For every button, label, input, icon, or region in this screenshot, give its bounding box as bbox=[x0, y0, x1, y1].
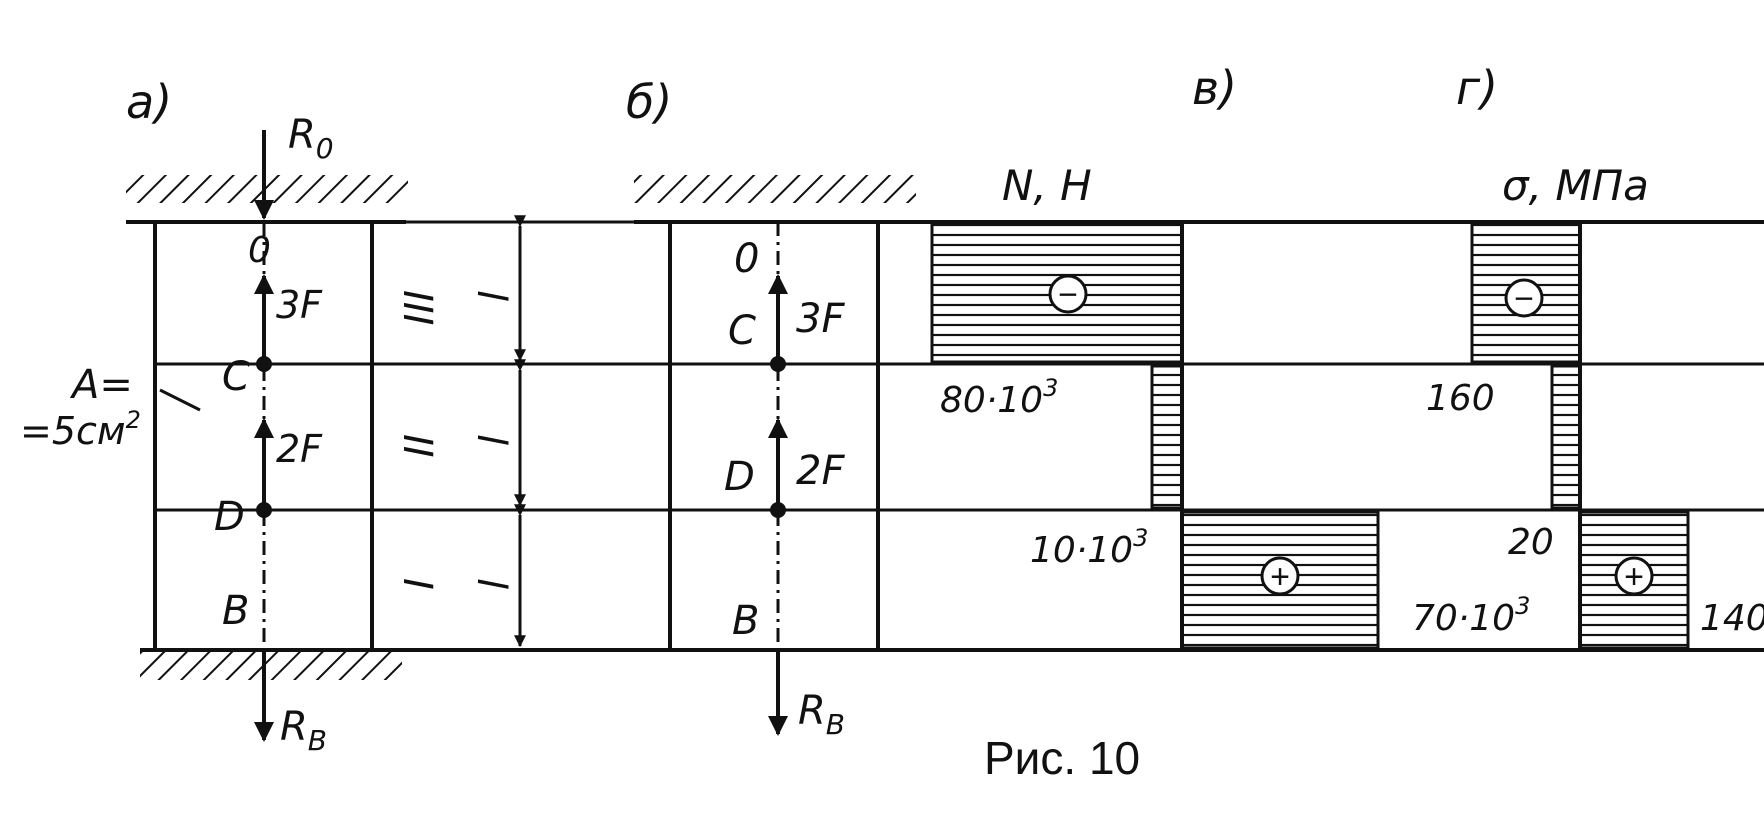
point-c-dot-b bbox=[770, 356, 786, 372]
bottom-support-hatch-a bbox=[140, 652, 402, 680]
top-support-hatch-a bbox=[126, 175, 408, 203]
panel-a: а) R0 RB 3F 2F 0 C D B A= =5см2 III bbox=[20, 75, 660, 757]
sigma-value-160: 160 bbox=[1426, 378, 1495, 419]
reaction-r0-label: R0 bbox=[288, 112, 334, 165]
sigma-value-20: 20 bbox=[1508, 522, 1554, 563]
length-label-ii: l bbox=[468, 434, 514, 445]
panel-label-g: г) bbox=[1456, 61, 1498, 115]
panel-b: б) 3F 2F RB 0 C D B bbox=[626, 75, 916, 741]
n-positive-sign-circle bbox=[1260, 556, 1300, 596]
area-leader-line bbox=[159, 388, 201, 412]
n-negative-sign-circle bbox=[1048, 274, 1088, 314]
area-label-line2: =5см2 bbox=[20, 406, 141, 453]
n-diagram-segment-i bbox=[1180, 510, 1380, 650]
sigma-negative-sign: − bbox=[1514, 280, 1534, 318]
force-2f-label-a: 2F bbox=[276, 427, 323, 471]
n-diagram-segment-ii bbox=[1150, 364, 1184, 510]
section-i-label: I bbox=[394, 578, 440, 590]
section-iii-label: III bbox=[394, 290, 440, 325]
panel-g: г) σ, МПа − + 160 20 140 bbox=[1426, 61, 1764, 650]
n-negative-sign: − bbox=[1058, 276, 1078, 314]
panel-label-b: б) bbox=[626, 75, 672, 129]
figure-caption: Рис. 10 bbox=[984, 732, 1140, 784]
n-diagram-title: N, H bbox=[1002, 161, 1092, 210]
top-support-hatch-b bbox=[634, 175, 916, 203]
point-d-label-a: D bbox=[214, 494, 245, 540]
force-3f-label-a: 3F bbox=[276, 283, 323, 327]
point-o-label-b: 0 bbox=[734, 236, 759, 282]
reaction-rb-label: RB bbox=[280, 704, 327, 757]
point-d-label-b: D bbox=[724, 454, 755, 500]
n-value-10: 10·103 bbox=[1030, 524, 1148, 571]
area-label-line1: A= bbox=[69, 362, 133, 408]
length-label-i: l bbox=[468, 578, 514, 589]
n-positive-sign: + bbox=[1270, 558, 1290, 596]
n-value-80: 80·103 bbox=[940, 374, 1058, 421]
panel-label-v: в) bbox=[1192, 61, 1237, 115]
n-value-70: 70·103 bbox=[1412, 592, 1530, 639]
section-ii-label: II bbox=[394, 434, 440, 458]
sigma-positive-sign-circle bbox=[1614, 556, 1654, 596]
force-3f-label-b: 3F bbox=[796, 296, 845, 342]
sigma-positive-sign: + bbox=[1624, 558, 1644, 596]
reaction-rb-label-b: RB bbox=[798, 688, 845, 741]
sigma-diagram-title: σ, МПа bbox=[1502, 161, 1649, 210]
point-c-label-a: C bbox=[222, 354, 250, 400]
point-o-label-a: 0 bbox=[248, 230, 271, 271]
point-b-label-a: B bbox=[222, 588, 249, 634]
force-2f-label-b: 2F bbox=[796, 448, 845, 494]
sigma-value-140: 140 bbox=[1700, 598, 1764, 639]
point-d-dot-b bbox=[770, 502, 786, 518]
point-c-label-b: C bbox=[728, 308, 756, 354]
sigma-negative-sign-circle bbox=[1504, 278, 1544, 318]
sigma-diagram-segment-ii bbox=[1550, 364, 1582, 510]
point-b-label-b: B bbox=[732, 598, 759, 644]
panel-v: в) N, H − + 80·103 10·103 70·103 bbox=[930, 61, 1530, 650]
length-label-iii: l bbox=[468, 290, 514, 301]
panel-label-a: а) bbox=[126, 75, 172, 129]
